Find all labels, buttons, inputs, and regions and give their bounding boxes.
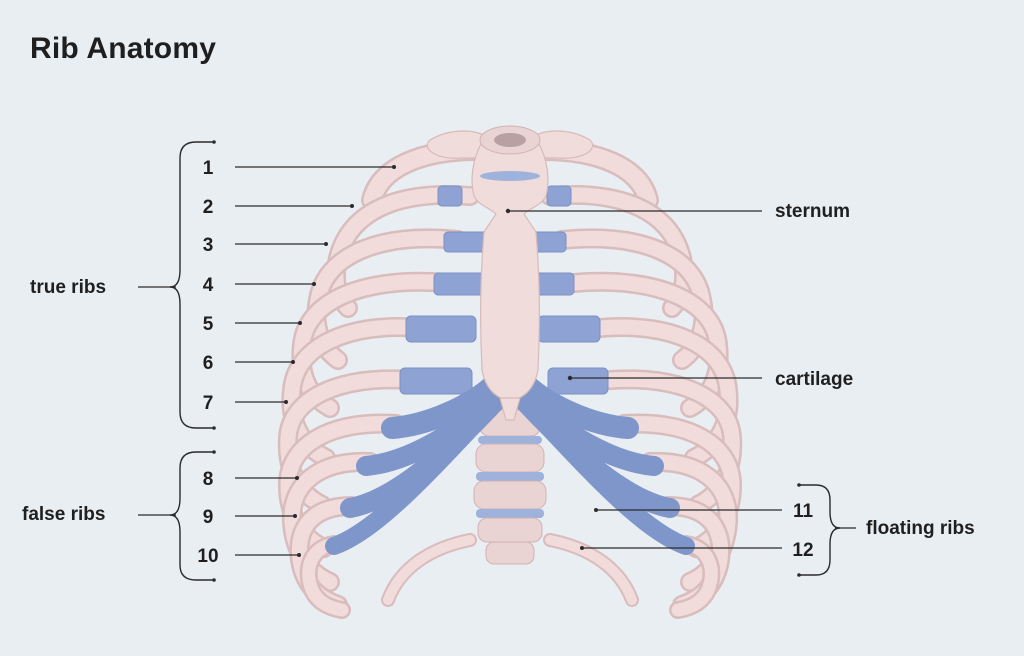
page-title: Rib Anatomy: [30, 32, 217, 65]
rib-label-8: 8: [203, 469, 214, 490]
true-ribs-label: true ribs: [30, 277, 106, 298]
rib-label-5: 5: [203, 314, 214, 335]
rib-label-2: 2: [203, 197, 214, 218]
false-ribs-brace: [169, 451, 213, 581]
true-ribs-brace: [169, 141, 213, 429]
rib-label-6: 6: [203, 353, 214, 374]
vertebral-foramen: [494, 133, 526, 147]
rib-label-3: 3: [203, 235, 214, 256]
rib-label-10: 10: [197, 546, 218, 567]
rib-label-11: 11: [793, 501, 814, 522]
floating-ribs-label: floating ribs: [866, 518, 975, 539]
rib-label-9: 9: [203, 507, 214, 528]
cartilage-label: cartilage: [775, 369, 853, 390]
rib-label-1: 1: [203, 158, 214, 179]
false-ribs-label: false ribs: [22, 504, 105, 525]
group-labels: true ribs false ribs floating ribs stern…: [22, 201, 975, 539]
rib-label-12: 12: [792, 540, 813, 561]
floating-ribs-brace: [800, 484, 841, 576]
group-braces: [169, 140, 841, 582]
costal-cartilages: [325, 185, 695, 555]
rib-label-4: 4: [203, 275, 214, 296]
rib-label-7: 7: [203, 393, 214, 414]
xiphoid-process: [499, 397, 521, 421]
sternal-joint: [480, 171, 540, 181]
ribs-right: [531, 139, 743, 619]
ribs-left: [277, 139, 489, 619]
rib-number-labels: 1 2 3 4 5 6 7 8 9 10 11 12: [197, 158, 813, 567]
rib-cage-illustration: [277, 125, 743, 619]
sternum-label: sternum: [775, 201, 850, 222]
spine: [473, 409, 547, 565]
